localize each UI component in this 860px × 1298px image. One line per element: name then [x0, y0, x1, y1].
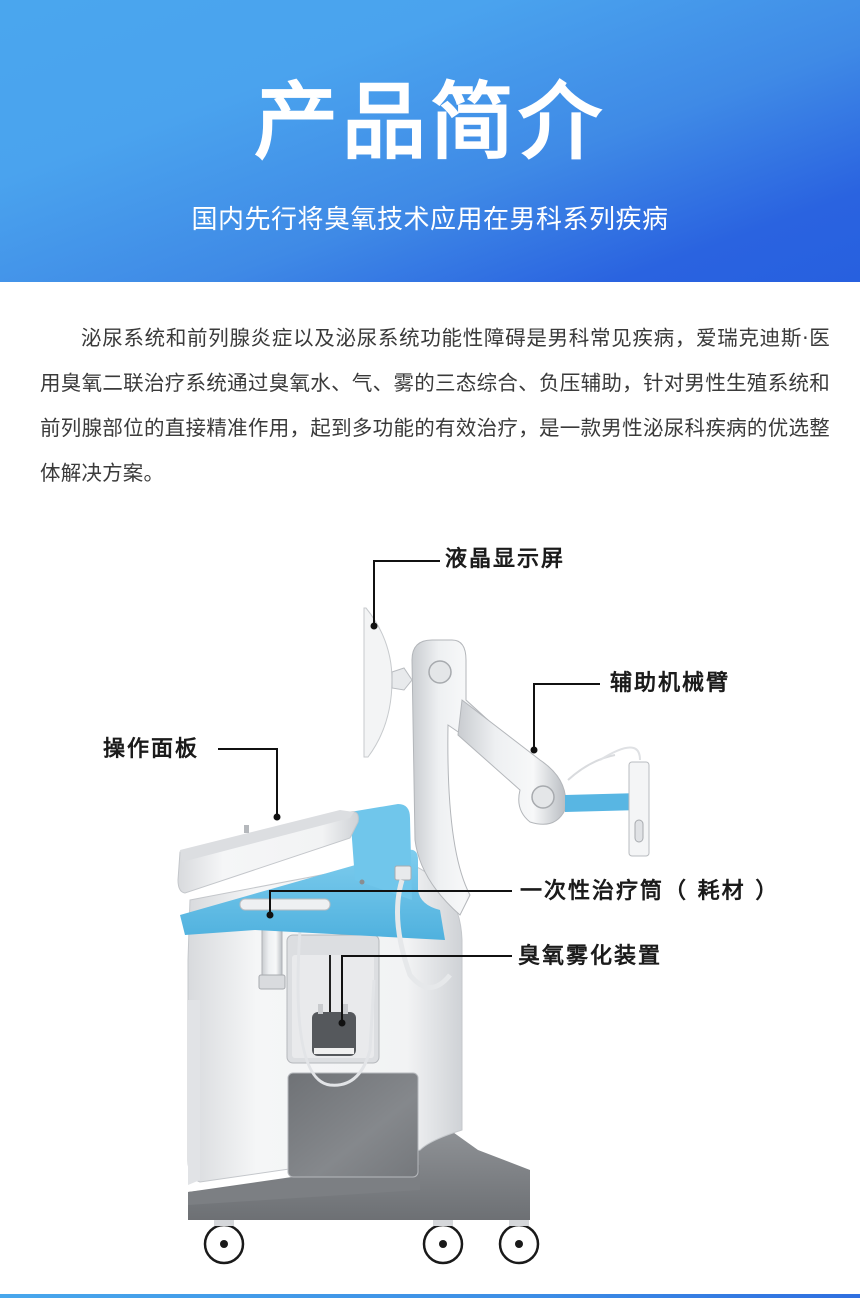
- label-lcd-screen: 液晶显示屏: [445, 547, 566, 572]
- blue-panel: [180, 804, 452, 990]
- page-subtitle: 国内先行将臭氧技术应用在男科系列疾病: [191, 205, 669, 235]
- arm-column: [411, 639, 650, 916]
- lcd-leader-line: [373, 560, 440, 626]
- page-title: 产品简介: [253, 73, 606, 171]
- device-illustration: [177, 560, 650, 1265]
- lcd-screen: [363, 607, 413, 758]
- footer-divider: [0, 1294, 860, 1298]
- label-ozone-atomizer: 臭氧雾化装置: [518, 944, 663, 969]
- label-control-panel: 操作面板: [103, 737, 200, 762]
- tube-leader-line: [269, 890, 512, 915]
- atomizer-leader-line: [341, 955, 512, 1023]
- label-assist-arm: 辅助机械臂: [610, 671, 731, 696]
- arm-leader-line: [533, 683, 600, 750]
- product-diagram: 液晶显示屏 辅助机械臂 操作面板 一次性治疗筒（ 耗材 ） 臭氧雾化装置: [0, 500, 860, 1290]
- panel-leader-line: [218, 748, 278, 817]
- callout-dots: [266, 622, 538, 1027]
- control-panel: [177, 810, 359, 894]
- intro-paragraph: 泌尿系统和前列腺炎症以及泌尿系统功能性障碍是男科常见疾病，爱瑞克迪斯·医用臭氧二…: [40, 326, 830, 485]
- callout-lines: [218, 560, 600, 1023]
- device-body: [187, 859, 463, 1185]
- header-banner: 产品简介 国内先行将臭氧技术应用在男科系列疾病: [0, 0, 860, 282]
- wheels: [203, 1220, 540, 1265]
- label-disposable-tube: 一次性治疗筒（ 耗材 ）: [520, 879, 780, 904]
